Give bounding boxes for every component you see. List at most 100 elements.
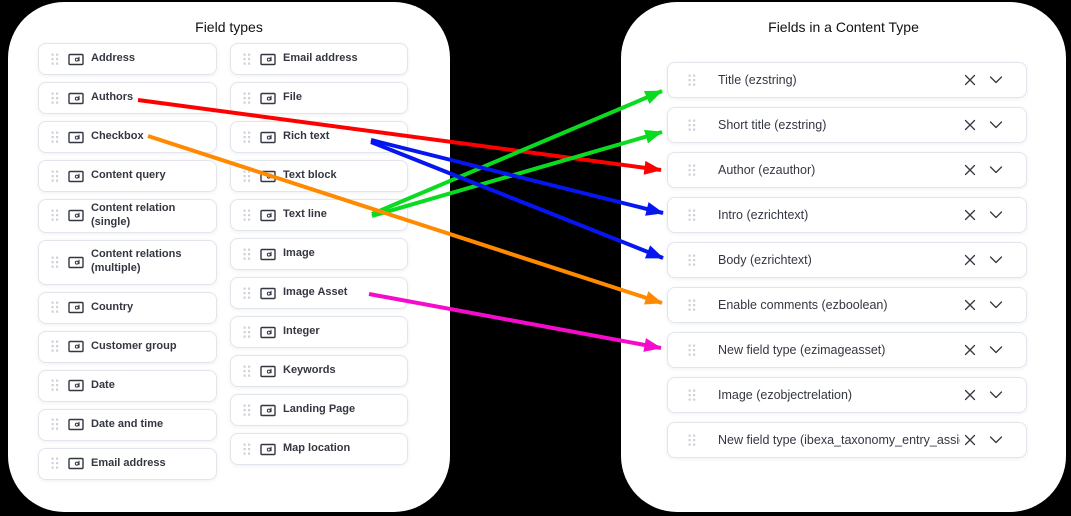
field-type-item[interactable]: Customer group (38, 330, 217, 363)
close-icon[interactable] (960, 430, 980, 450)
chevron-down-icon[interactable] (986, 250, 1006, 270)
content-type-field-label: New field type (ezimageasset) (718, 343, 886, 357)
drag-handle-icon[interactable] (51, 92, 59, 105)
chevron-down-icon[interactable] (986, 385, 1006, 405)
content-type-field-row[interactable]: New field type (ezimageasset) (667, 332, 1027, 368)
field-type-item[interactable]: Authors (38, 82, 217, 114)
field-type-item[interactable]: Content relation (single) (38, 199, 217, 233)
field-type-item[interactable]: Text block (230, 160, 408, 192)
input-field-icon (260, 209, 276, 222)
drag-handle-icon[interactable] (688, 434, 696, 447)
content-type-field-row[interactable]: New field type (ibexa_taxonomy_entry_ass… (667, 422, 1027, 458)
drag-handle-icon[interactable] (243, 248, 251, 261)
field-type-item[interactable]: File (230, 82, 408, 114)
drag-handle-icon[interactable] (243, 209, 251, 222)
drag-handle-icon[interactable] (243, 131, 251, 144)
close-icon[interactable] (960, 385, 980, 405)
drag-handle-icon[interactable] (243, 443, 251, 456)
input-field-icon (260, 131, 276, 144)
field-type-item[interactable]: Content relations (multiple) (38, 239, 217, 285)
drag-handle-icon[interactable] (243, 287, 251, 300)
content-type-field-row[interactable]: Intro (ezrichtext) (667, 197, 1027, 233)
field-type-item[interactable]: Integer (230, 316, 408, 348)
field-type-item[interactable]: Date and time (38, 408, 217, 441)
close-icon[interactable] (960, 115, 980, 135)
content-type-field-row[interactable]: Author (ezauthor) (667, 152, 1027, 188)
input-field-icon (68, 301, 84, 314)
field-type-label: Rich text (283, 130, 330, 143)
close-icon[interactable] (960, 295, 980, 315)
content-type-fields-panel: Fields in a Content Type Title (ezstring… (621, 2, 1066, 512)
drag-handle-icon[interactable] (51, 53, 59, 66)
field-type-item[interactable]: Image (230, 238, 408, 270)
field-type-item[interactable]: Image Asset (230, 277, 408, 309)
input-field-icon (68, 340, 84, 353)
field-types-column-1: Address Authors (38, 43, 217, 480)
chevron-down-icon[interactable] (986, 340, 1006, 360)
drag-handle-icon[interactable] (51, 256, 59, 269)
content-type-field-row[interactable]: Body (ezrichtext) (667, 242, 1027, 278)
content-type-field-label: Title (ezstring) (718, 73, 797, 87)
chevron-down-icon[interactable] (986, 70, 1006, 90)
drag-handle-icon[interactable] (688, 74, 696, 87)
drag-handle-icon[interactable] (243, 92, 251, 105)
close-icon[interactable] (960, 340, 980, 360)
drag-handle-icon[interactable] (688, 299, 696, 312)
drag-handle-icon[interactable] (51, 131, 59, 144)
drag-handle-icon[interactable] (688, 164, 696, 177)
field-type-item[interactable]: Email address (230, 43, 408, 75)
content-type-field-row[interactable]: Short title (ezstring) (667, 107, 1027, 143)
field-type-item[interactable]: Checkbox (38, 121, 217, 153)
drag-handle-icon[interactable] (51, 418, 59, 431)
field-type-item[interactable]: Address (38, 43, 217, 75)
drag-handle-icon[interactable] (51, 209, 59, 222)
drag-handle-icon[interactable] (51, 301, 59, 314)
content-type-field-label: Image (ezobjectrelation) (718, 388, 853, 402)
field-type-item[interactable]: Keywords (230, 355, 408, 387)
field-type-label: Content relations (multiple) (91, 248, 182, 274)
chevron-down-icon[interactable] (986, 115, 1006, 135)
content-type-field-label: Enable comments (ezboolean) (718, 298, 888, 312)
drag-handle-icon[interactable] (243, 326, 251, 339)
drag-handle-icon[interactable] (688, 119, 696, 132)
close-icon[interactable] (960, 160, 980, 180)
drag-handle-icon[interactable] (51, 379, 59, 392)
drag-handle-icon[interactable] (243, 404, 251, 417)
field-type-item[interactable]: Text line (230, 199, 408, 231)
field-type-item[interactable]: Country (38, 291, 217, 324)
input-field-icon (260, 365, 276, 378)
drag-handle-icon[interactable] (688, 209, 696, 222)
drag-handle-icon[interactable] (51, 340, 59, 353)
drag-handle-icon[interactable] (51, 457, 59, 470)
field-type-item[interactable]: Map location (230, 433, 408, 465)
field-types-columns: Address Authors (38, 43, 408, 480)
field-type-item[interactable]: Date (38, 369, 217, 402)
field-type-label: Keywords (283, 364, 336, 377)
drag-handle-icon[interactable] (243, 53, 251, 66)
field-type-label: Text line (283, 208, 327, 221)
field-type-item[interactable]: Content query (38, 160, 217, 192)
input-field-icon (68, 131, 84, 144)
drag-handle-icon[interactable] (243, 365, 251, 378)
field-type-item[interactable]: Landing Page (230, 394, 408, 426)
chevron-down-icon[interactable] (986, 295, 1006, 315)
drag-handle-icon[interactable] (51, 170, 59, 183)
field-type-item[interactable]: Email address (38, 447, 217, 480)
field-type-label: Authors (91, 91, 134, 104)
content-type-field-row[interactable]: Image (ezobjectrelation) (667, 377, 1027, 413)
drag-handle-icon[interactable] (688, 254, 696, 267)
close-icon[interactable] (960, 250, 980, 270)
drag-handle-icon[interactable] (688, 389, 696, 402)
drag-handle-icon[interactable] (688, 344, 696, 357)
close-icon[interactable] (960, 70, 980, 90)
content-type-field-row[interactable]: Enable comments (ezboolean) (667, 287, 1027, 323)
close-icon[interactable] (960, 205, 980, 225)
chevron-down-icon[interactable] (986, 160, 1006, 180)
drag-handle-icon[interactable] (243, 170, 251, 183)
chevron-down-icon[interactable] (986, 430, 1006, 450)
input-field-icon (260, 443, 276, 456)
chevron-down-icon[interactable] (986, 205, 1006, 225)
field-type-item[interactable]: Rich text (230, 121, 408, 153)
content-type-field-row[interactable]: Title (ezstring) (667, 62, 1027, 98)
